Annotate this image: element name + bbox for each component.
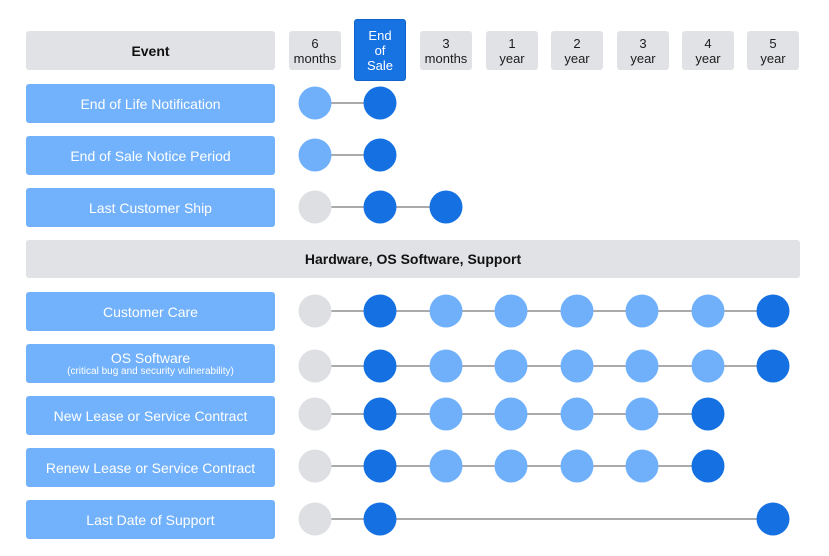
row-label-7: Last Date of Support <box>26 500 275 539</box>
column-header-line: 3 <box>442 35 450 51</box>
timeline-dot-light <box>494 397 528 431</box>
column-header-line: year <box>499 50 525 66</box>
timeline-dot-dark <box>363 449 397 483</box>
timeline-dot-gray <box>298 397 332 431</box>
row-label-text: End of Life Notification <box>80 95 221 112</box>
timeline-dot-gray <box>298 349 332 383</box>
timeline-dot-dark <box>363 349 397 383</box>
timeline-dot-light <box>625 294 659 328</box>
timeline-dot-dark <box>363 138 397 172</box>
timeline-dot-light <box>494 294 528 328</box>
row-label-text: Last Customer Ship <box>89 199 212 216</box>
timeline-dot-gray <box>298 294 332 328</box>
event-header: Event <box>26 31 275 70</box>
column-header-line: 2 <box>573 35 581 51</box>
timeline-dot-dark <box>756 502 790 536</box>
row-label-text: Last Date of Support <box>86 511 215 528</box>
timeline-dot-light <box>691 349 725 383</box>
row-label-text: Customer Care <box>103 303 198 320</box>
row-label-6: Renew Lease or Service Contract <box>26 448 275 487</box>
column-header-line: year <box>695 50 721 66</box>
timeline-dot-dark <box>429 190 463 224</box>
timeline-dot-dark <box>691 449 725 483</box>
timeline-dot-dark <box>363 190 397 224</box>
column-header-line: year <box>630 50 656 66</box>
timeline-dot-dark <box>691 397 725 431</box>
timeline-dot-light <box>625 349 659 383</box>
timeline-dot-light <box>625 449 659 483</box>
timeline-dot-light <box>429 294 463 328</box>
timeline-dot-gray <box>298 449 332 483</box>
column-header-line: End <box>368 27 392 43</box>
timeline-dot-light <box>691 294 725 328</box>
row-label-0: End of Life Notification <box>26 84 275 123</box>
timeline-dot-dark <box>756 349 790 383</box>
row-label-text: End of Sale Notice Period <box>70 147 231 164</box>
column-header-line: 1 <box>508 35 516 51</box>
row-label-3: Customer Care <box>26 292 275 331</box>
timeline-dot-light <box>560 349 594 383</box>
timeline-dot-light <box>429 397 463 431</box>
section-header-hardware-os-support: Hardware, OS Software, Support <box>26 240 800 278</box>
column-header-line: 4 <box>704 35 712 51</box>
timeline-dot-light <box>298 138 332 172</box>
row-label-text: Renew Lease or Service Contract <box>45 459 256 476</box>
timeline-dot-light <box>560 294 594 328</box>
column-header-line: Sale <box>366 57 394 73</box>
timeline-dot-gray <box>298 190 332 224</box>
timeline-dot-light <box>298 86 332 120</box>
timeline-dot-dark <box>756 294 790 328</box>
row-sublabel-text: (critical bug and security vulnerability… <box>67 365 234 377</box>
timeline-dot-light <box>560 449 594 483</box>
row-label-text: New Lease or Service Contract <box>53 407 248 424</box>
timeline-dot-light <box>560 397 594 431</box>
timeline-dot-light <box>494 449 528 483</box>
column-header-line: 3 <box>639 35 647 51</box>
row-label-4: OS Software(critical bug and security vu… <box>26 344 275 383</box>
timeline-dot-dark <box>363 502 397 536</box>
column-header-line: year <box>564 50 590 66</box>
column-header-line: months <box>293 50 337 66</box>
timeline-dot-light <box>429 349 463 383</box>
timeline-dot-dark <box>363 294 397 328</box>
column-header-line: months <box>424 50 468 66</box>
column-header-line: of <box>374 42 386 58</box>
column-header-line: 5 <box>769 35 777 51</box>
timeline-dot-dark <box>363 397 397 431</box>
timeline-dot-dark <box>363 86 397 120</box>
row-label-5: New Lease or Service Contract <box>26 396 275 435</box>
column-header-line: 6 <box>311 35 319 51</box>
timeline-dot-light <box>625 397 659 431</box>
column-header-line: year <box>760 50 786 66</box>
timeline-dot-light <box>494 349 528 383</box>
row-label-text: OS Software <box>110 349 191 366</box>
row-label-1: End of Sale Notice Period <box>26 136 275 175</box>
timeline-dot-light <box>429 449 463 483</box>
row-label-2: Last Customer Ship <box>26 188 275 227</box>
timeline-dot-gray <box>298 502 332 536</box>
